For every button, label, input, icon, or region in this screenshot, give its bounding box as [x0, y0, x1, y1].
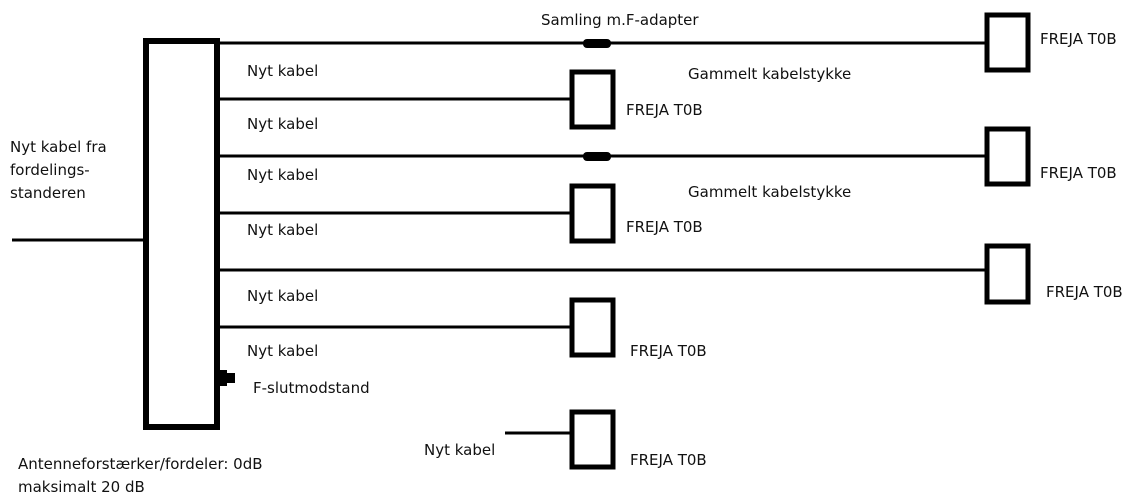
amplifier-splitter-box: [143, 38, 220, 430]
socket-label-3: FREJA T0B: [1040, 164, 1117, 182]
socket-label-2: FREJA T0B: [626, 101, 703, 119]
cable-label-1: Nyt kabel: [247, 62, 318, 80]
cable-label-7: Nyt kabel: [424, 441, 495, 459]
cable-label-4: Nyt kabel: [247, 221, 318, 239]
f-terminator: [217, 370, 227, 386]
cable-label-3: Nyt kabel: [247, 166, 318, 184]
input-label-line-2: fordelings-: [10, 161, 90, 179]
amplifier-label-line-1: Antenneforstærker/fordeler: 0dB: [18, 455, 263, 473]
cable-label-6: Nyt kabel: [247, 342, 318, 360]
socket-box-2: [569, 69, 616, 130]
socket-label-4: FREJA T0B: [626, 218, 703, 236]
cable-label-2: Nyt kabel: [247, 115, 318, 133]
input-label-line-3: standeren: [10, 184, 86, 202]
old-cable-label-2: Gammelt kabelstykke: [688, 183, 851, 201]
splice-connector-1: [583, 39, 611, 48]
amplifier-label-line-2: maksimalt 20 dB: [18, 478, 145, 493]
old-cable-label-1: Gammelt kabelstykke: [688, 65, 851, 83]
socket-box-5: [984, 243, 1031, 305]
f-terminator-tip: [227, 373, 235, 383]
terminator-label: F-slutmodstand: [253, 379, 370, 397]
socket-label-5: FREJA T0B: [1046, 283, 1123, 301]
socket-label-1: FREJA T0B: [1040, 30, 1117, 48]
cable-label-5: Nyt kabel: [247, 287, 318, 305]
socket-box-7: [569, 409, 616, 470]
splice-connector-2: [583, 152, 611, 161]
socket-box-3: [984, 126, 1031, 187]
socket-box-1: [984, 12, 1031, 73]
splice-label: Samling m.F-adapter: [541, 11, 699, 29]
socket-box-6: [569, 297, 616, 358]
socket-label-6: FREJA T0B: [630, 342, 707, 360]
socket-box-4: [569, 183, 616, 244]
socket-label-7: FREJA T0B: [630, 451, 707, 469]
input-label-line-1: Nyt kabel fra: [10, 138, 107, 156]
